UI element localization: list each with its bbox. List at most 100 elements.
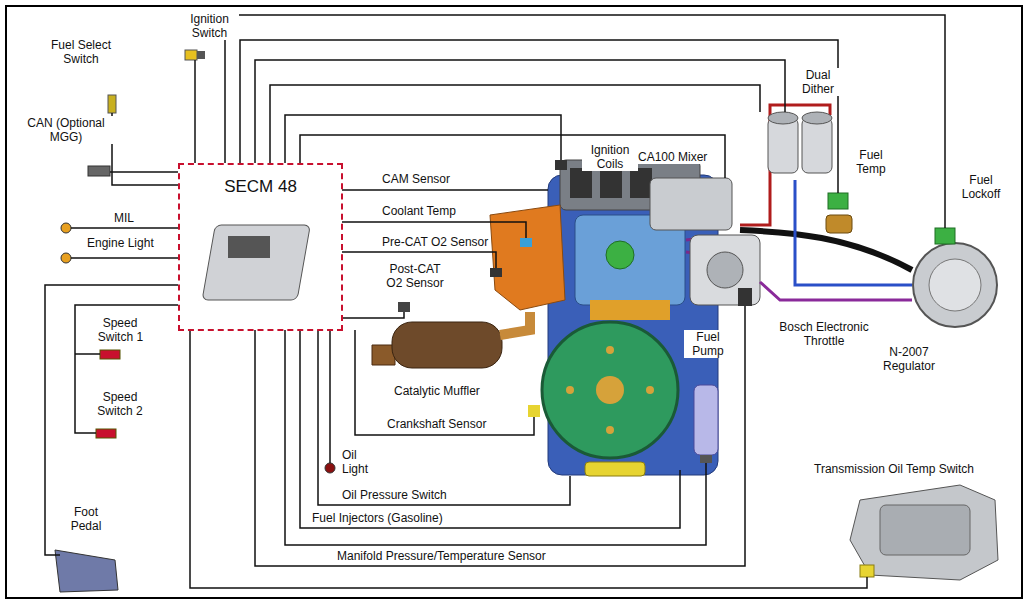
- transmission: [860, 565, 874, 577]
- wires: [71, 257, 178, 259]
- component-label: Oil Pressure Switch: [340, 488, 449, 502]
- wires: [110, 171, 178, 173]
- wires: [285, 330, 706, 545]
- throttle-and-mixer: [650, 178, 732, 230]
- throttle-and-mixer: [650, 178, 760, 306]
- component-label: Crankshaft Sensor: [385, 417, 488, 431]
- control-module-box: SECM 48: [178, 163, 343, 331]
- catalytic-muffler: [372, 312, 530, 368]
- dual-dither: [768, 112, 798, 124]
- component-label: Bosch Electronic Throttle: [770, 320, 878, 348]
- dual-dither: [802, 112, 832, 124]
- switch-icons: [398, 302, 410, 312]
- engine-illustration: [590, 300, 670, 320]
- component-label: Fuel Select Switch: [45, 38, 117, 66]
- component-label: Post-CAT O2 Sensor: [380, 262, 450, 290]
- switch-icons: [528, 405, 540, 417]
- wires: [240, 40, 838, 193]
- engine-illustration: [630, 168, 652, 198]
- engine-illustration: [606, 426, 614, 434]
- switch-icons: [100, 350, 120, 359]
- component-label: Fuel Injectors (Gasoline): [310, 511, 445, 525]
- transmission: [850, 485, 998, 580]
- fuel-temp-sensor: [826, 215, 852, 233]
- module-icon: [202, 225, 310, 300]
- regulator: [929, 259, 981, 311]
- dual-dither: [802, 118, 832, 173]
- wires: [45, 15, 945, 588]
- fuel-pump: [700, 455, 712, 463]
- component-label: N-2007 Regulator: [876, 345, 942, 373]
- component-label: Fuel Pump: [684, 330, 732, 358]
- wires: [255, 60, 785, 163]
- wires: [112, 113, 178, 185]
- switch-icons: [88, 166, 110, 176]
- component-label: Ignition Switch: [180, 12, 239, 40]
- wires: [255, 306, 745, 566]
- wires: [75, 353, 100, 355]
- component-label: Oil Light: [340, 448, 382, 476]
- regulator: [935, 228, 955, 244]
- engine-illustration: [606, 346, 614, 354]
- component-label: Pre-CAT O2 Sensor: [380, 235, 490, 249]
- engine-illustration: [596, 376, 624, 404]
- throttle-and-mixer: [690, 235, 760, 305]
- component-label: Ignition Coils: [582, 143, 638, 171]
- component-label: Fuel Lockoff: [952, 173, 1010, 201]
- wires: [190, 330, 867, 588]
- switch-icons: [61, 223, 71, 233]
- transmission: [880, 505, 970, 555]
- module-name: SECM 48: [221, 177, 300, 197]
- regulator: [913, 228, 997, 327]
- wires: [342, 189, 548, 191]
- wires: [270, 85, 760, 163]
- fuel-lines: [760, 282, 912, 300]
- regulator: [913, 243, 997, 327]
- component-label: CAN (Optional MGG): [18, 116, 114, 144]
- switch-icons: [61, 253, 71, 263]
- engine-illustration: [606, 241, 634, 269]
- engine-illustration: [600, 168, 622, 198]
- component-label: MIL: [112, 211, 136, 225]
- wires: [300, 135, 725, 178]
- switch-icons: [197, 51, 205, 59]
- switch-icons: [55, 550, 118, 592]
- engine-illustration: [566, 386, 574, 394]
- throttle-and-mixer: [707, 252, 743, 288]
- wires: [355, 330, 534, 435]
- component-label: CA100 Mixer: [636, 150, 709, 164]
- wires: [75, 305, 178, 433]
- switch-icons: [55, 50, 567, 592]
- fuel-lines: [740, 105, 912, 300]
- engine-illustration: [542, 322, 678, 458]
- fuel-pump: [694, 385, 718, 455]
- fuel-lines: [795, 180, 912, 285]
- component-label: Speed Switch 2: [92, 390, 148, 418]
- component-label: Coolant Temp: [380, 204, 458, 218]
- wires: [300, 330, 680, 528]
- fuel-temp-sensor: [826, 193, 852, 233]
- engine-illustration: [585, 462, 645, 476]
- component-label: Dual Dither: [793, 68, 843, 96]
- switch-icons: [185, 50, 197, 60]
- wires: [329, 330, 331, 463]
- switch-icons: [555, 160, 567, 170]
- component-label: Fuel Temp: [846, 148, 896, 176]
- transmission: [850, 485, 998, 580]
- throttle-and-mixer: [738, 288, 752, 306]
- wires: [225, 15, 945, 228]
- engine-illustration: [490, 205, 565, 310]
- wires: [45, 285, 178, 555]
- component-label: CAM Sensor: [380, 172, 452, 186]
- wires: [285, 115, 561, 163]
- module-icon: [228, 236, 270, 258]
- switch-icons: [490, 268, 502, 277]
- fuel-temp-sensor: [828, 193, 848, 209]
- frame: [6, 6, 1022, 598]
- catalytic-muffler: [500, 312, 530, 335]
- dual-dither: [768, 118, 798, 173]
- engine-illustration: [570, 168, 592, 198]
- wires: [194, 60, 196, 163]
